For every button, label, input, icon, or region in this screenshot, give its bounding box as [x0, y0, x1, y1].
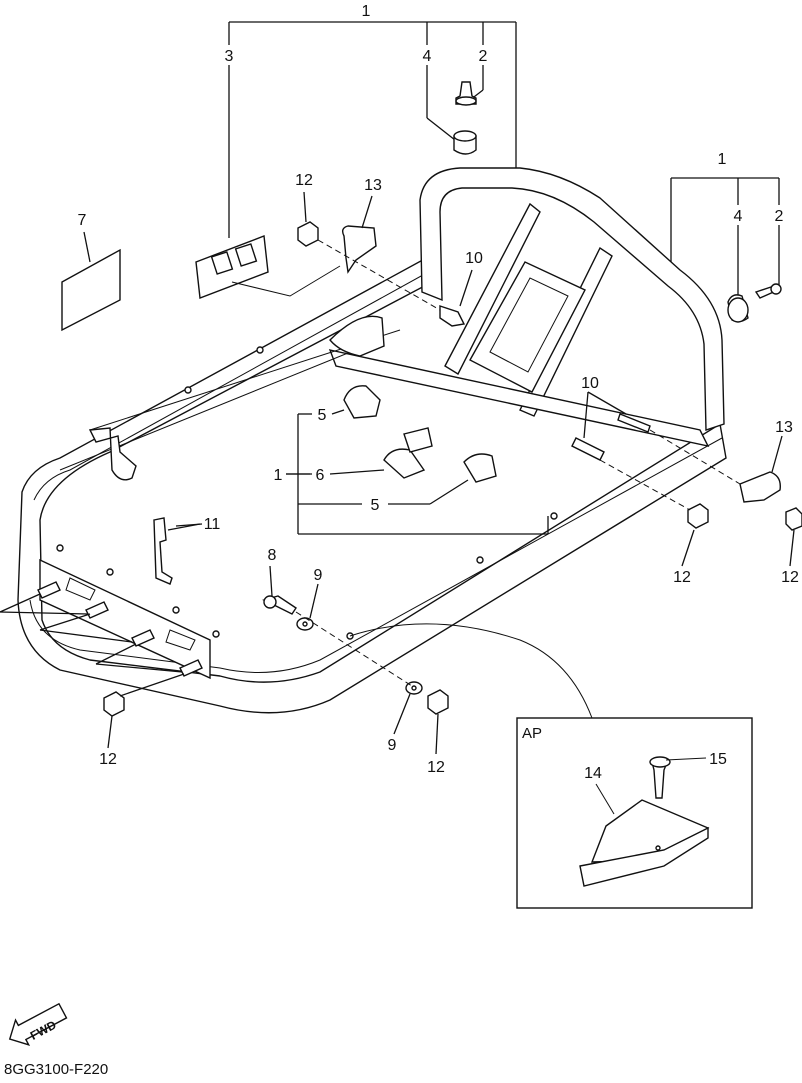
callout-label: 10 [581, 375, 599, 392]
bolt-and-damper-top [453, 81, 477, 155]
callout-label: 11 [204, 516, 221, 533]
callout-label: 12 [427, 759, 445, 776]
bracket-part-13 [341, 195, 783, 503]
callout-label: 12 [673, 569, 691, 586]
callout-label: 3 [225, 48, 234, 65]
label-part-7 [61, 231, 121, 332]
bolt-and-damper-right [727, 283, 782, 323]
callout-label: 5 [318, 407, 327, 424]
callout-label: 1 [362, 3, 371, 20]
callout-label: 8 [268, 547, 277, 564]
switch-panel-part-3 [195, 235, 341, 299]
callout-label: 2 [479, 48, 488, 65]
leader-ticks [175, 473, 312, 527]
clips-parts-5-6 [286, 385, 549, 535]
callout-label: 12 [295, 172, 313, 189]
callout-label: 10 [465, 250, 483, 267]
inset-label: AP [522, 725, 542, 742]
callout-label: 13 [364, 177, 382, 194]
callout-label: 6 [316, 467, 325, 484]
callout-label: 12 [99, 751, 117, 768]
callout-label: 7 [78, 212, 87, 229]
callout-label: 14 [584, 765, 602, 782]
inset-leader-line [349, 623, 593, 719]
callout-label: 2 [775, 208, 784, 225]
alignment-dashes [295, 239, 741, 687]
callout-label: 15 [709, 751, 727, 768]
callout-label: 1 [718, 151, 727, 168]
fwd-direction-arrow [8, 1002, 68, 1046]
bolt-part-8-washers-part-9 [262, 565, 423, 735]
callout-label: 5 [371, 497, 380, 514]
callout-label: 4 [423, 48, 432, 65]
bolt-part-10 [439, 269, 651, 461]
ap-inset [516, 717, 753, 909]
callout-1-right-bracket [670, 177, 780, 296]
carrier-frame [17, 167, 727, 714]
callout-label: 9 [388, 737, 397, 754]
studs-bottom-left [0, 581, 203, 697]
drawing-code: 8GG3100-F220 [4, 1061, 108, 1078]
callout-labels: 1 3 4 2 12 13 7 10 1 4 2 10 13 5 1 6 5 1… [78, 3, 799, 782]
callout-label: 13 [775, 419, 793, 436]
callout-label: 4 [734, 208, 743, 225]
nut-part-12 [103, 191, 802, 755]
cable-tie-part-11 [153, 517, 201, 585]
callout-label: 12 [781, 569, 799, 586]
callout-label: 9 [314, 567, 323, 584]
callout-1-top-bracket [228, 21, 517, 238]
callout-label: 1 [274, 467, 283, 484]
